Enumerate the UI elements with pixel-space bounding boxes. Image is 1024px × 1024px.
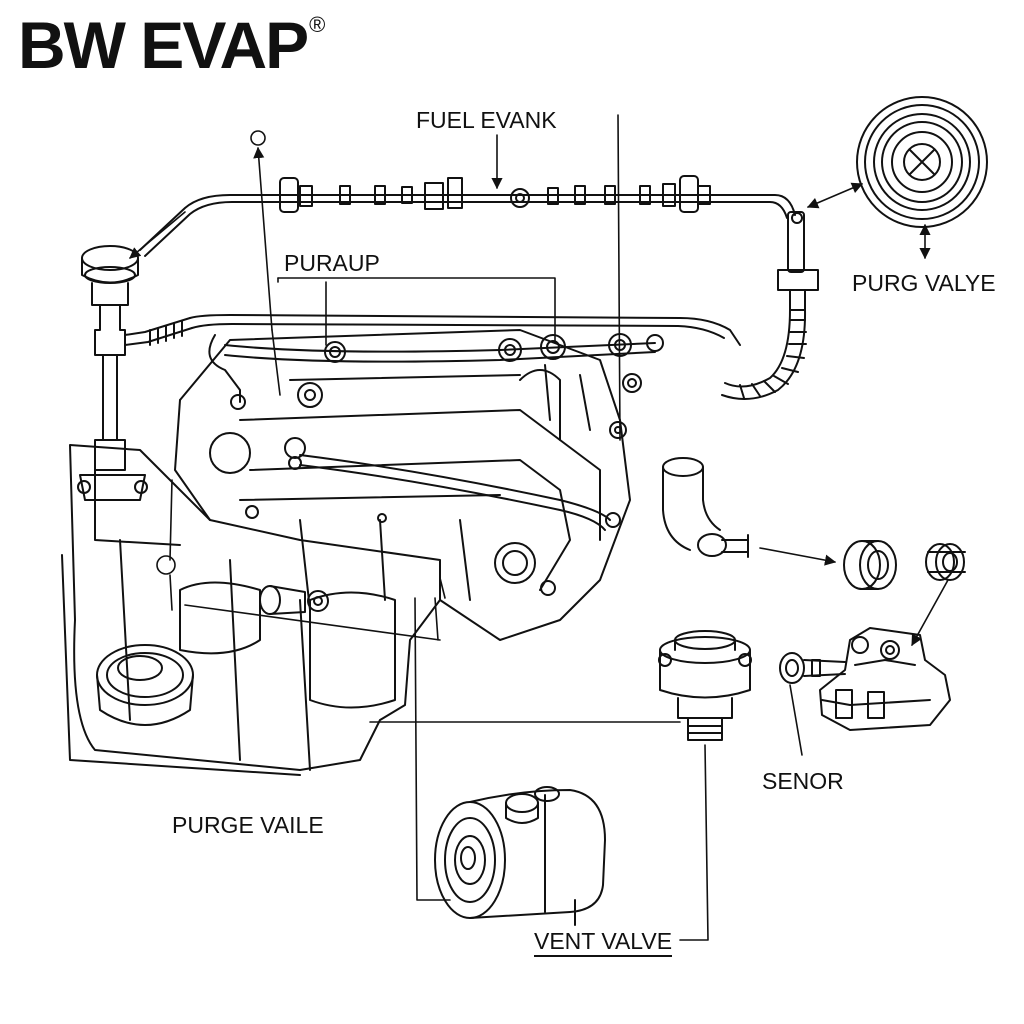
fuel-tank xyxy=(61,444,441,776)
filler-column xyxy=(77,245,193,501)
label-purge-valve-right: PURG VALYE xyxy=(852,270,996,296)
label-purge-valve-left: PURGE VAILE xyxy=(172,812,324,838)
vent-valve-body xyxy=(434,786,606,926)
label-fuel-tank: FUEL EVANK xyxy=(416,107,557,133)
label-vent-valve: VENT VALVE xyxy=(534,930,673,957)
purge-solenoid xyxy=(658,630,752,741)
inline-connectors xyxy=(843,540,966,590)
leader-lines xyxy=(129,114,949,941)
engine-block xyxy=(174,329,631,641)
charcoal-canister xyxy=(856,96,988,228)
elbow-fitting xyxy=(662,457,749,558)
label-sensor: SENOR xyxy=(762,768,844,794)
diagram-title: BW EVAP® xyxy=(18,12,325,78)
sensor-body xyxy=(779,627,951,731)
registered-mark: ® xyxy=(309,12,325,37)
label-purge-top: PURAUP xyxy=(284,250,380,276)
vapor-line-top xyxy=(139,175,819,400)
title-text: BW EVAP xyxy=(18,8,309,82)
